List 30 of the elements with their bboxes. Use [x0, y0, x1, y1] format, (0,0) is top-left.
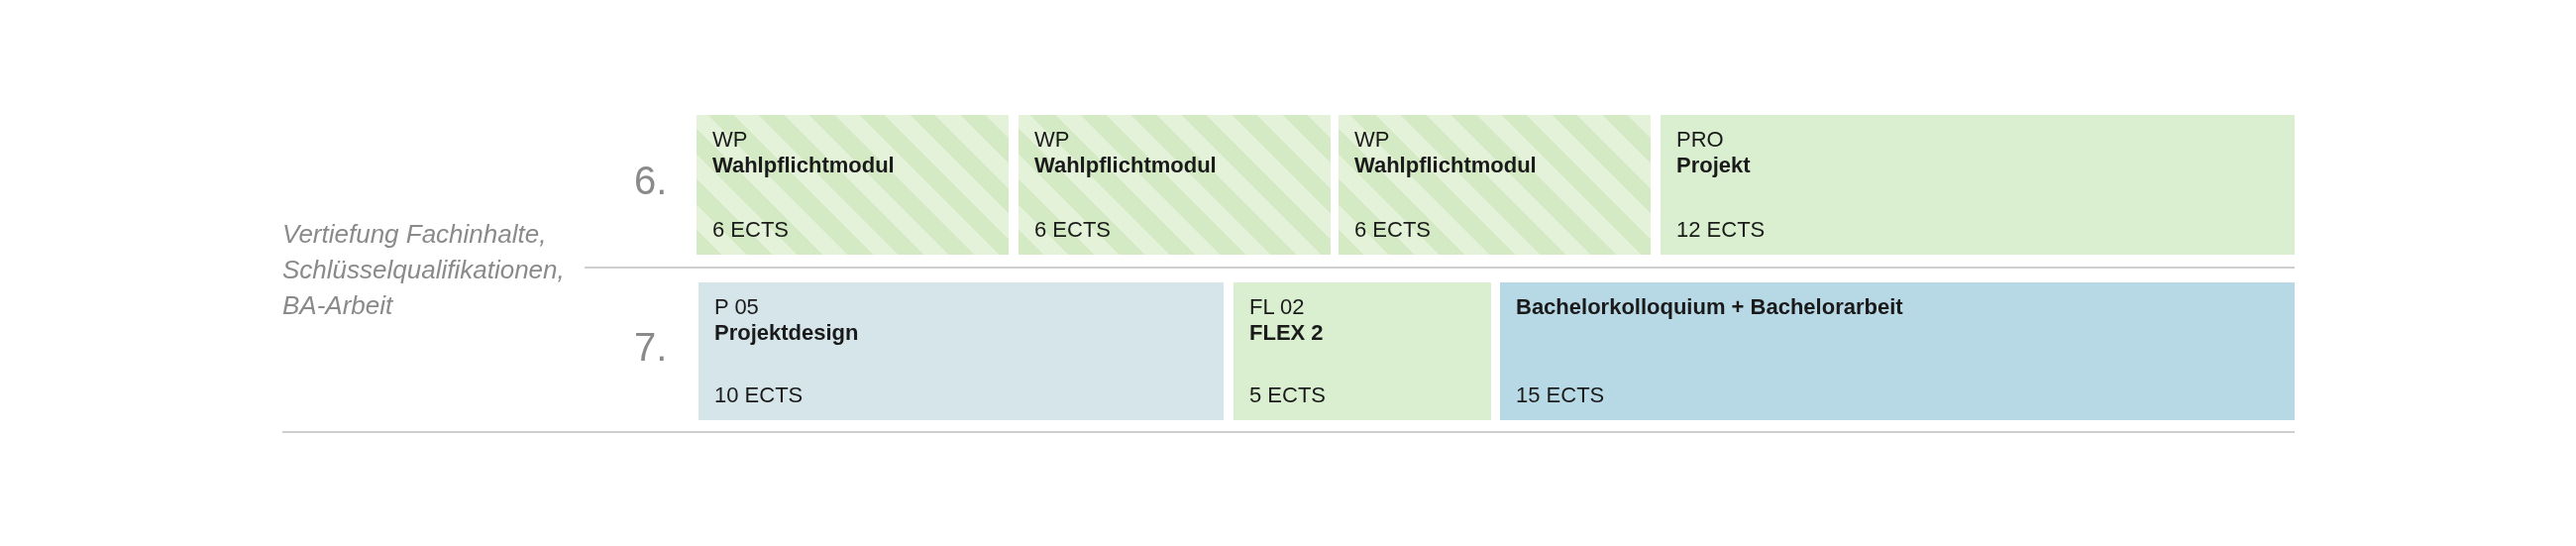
module-code: PRO	[1676, 127, 1724, 153]
module-box	[1661, 115, 2295, 255]
credits-text: 12 ECTS	[1676, 217, 1766, 243]
credits-text: 6 ECTS	[712, 217, 790, 243]
module-title: Wahlpflichtmodul	[1354, 153, 1537, 178]
module-title: Projekt	[1676, 153, 1751, 178]
module-code: WP	[1354, 127, 1390, 153]
module-box	[1019, 115, 1331, 255]
semester-number: 7.	[634, 325, 668, 370]
module-title: Bachelorkolloquium + Bachelorarbeit	[1516, 294, 1903, 320]
module-code: WP	[712, 127, 748, 153]
module-title: Wahlpflichtmodul	[712, 153, 895, 178]
credits-text: 10 ECTS	[714, 382, 804, 408]
module-title: FLEX 2	[1249, 320, 1324, 346]
credits-text: 15 ECTS	[1516, 382, 1605, 408]
module-code: FL 02	[1249, 294, 1305, 320]
module-box	[1339, 115, 1651, 255]
module-box	[697, 115, 1009, 255]
description-text: Vertiefung Fachinhalte, Schlüsselqualifikationen, BA-Arbeit	[282, 218, 566, 322]
credits-text: 6 ECTS	[1354, 217, 1432, 243]
module-code: P 05	[714, 294, 759, 320]
semester-number: 6.	[634, 159, 668, 203]
module-box	[1234, 282, 1491, 420]
module-code: WP	[1034, 127, 1070, 153]
module-box	[698, 282, 1224, 420]
module-title: Projektdesign	[714, 320, 859, 346]
module-title: Wahlpflichtmodul	[1034, 153, 1217, 178]
module-box	[1500, 282, 2295, 420]
credits-text: 6 ECTS	[1034, 217, 1112, 243]
credits-text: 5 ECTS	[1249, 382, 1327, 408]
